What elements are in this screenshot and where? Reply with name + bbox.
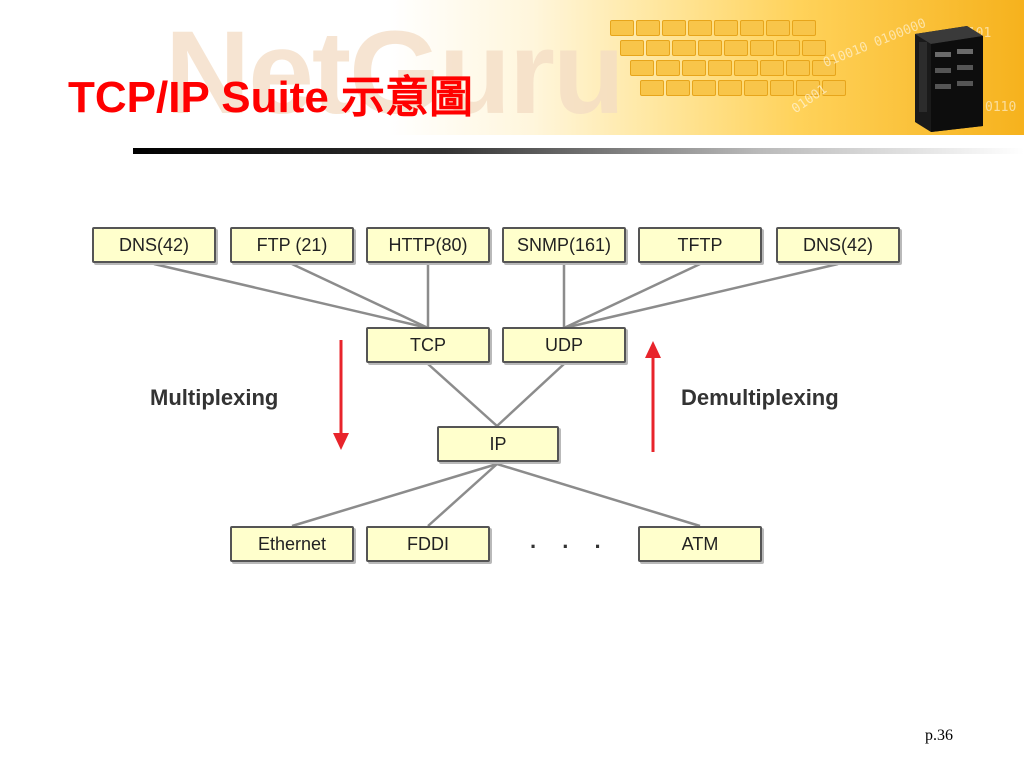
app-box-tftp: TFTP <box>638 227 762 263</box>
line-dns-tcp <box>153 262 429 330</box>
multiplexing-arrow-icon <box>333 340 349 450</box>
link-box-ethernet: Ethernet <box>230 526 354 562</box>
keyboard-illustration <box>600 10 860 120</box>
banner-gradient <box>0 0 1024 135</box>
link-box-atm: ATM <box>638 526 762 562</box>
netguru-watermark: NetGuru <box>165 7 625 135</box>
line-dns2-udp <box>563 262 839 330</box>
line-ip-fddi <box>427 463 498 527</box>
demultiplexing-arrow-icon <box>645 341 661 452</box>
line-ip-ethernet <box>291 462 498 528</box>
slide-title: TCP/IP Suite 示意圖 <box>68 73 474 122</box>
transport-box-tcp: TCP <box>366 327 490 363</box>
server-tower-icon <box>915 26 983 132</box>
multiplexing-label: Multiplexing <box>150 385 279 410</box>
line-ftp-tcp <box>291 262 429 330</box>
app-box-dns-2: DNS(42) <box>776 227 900 263</box>
app-box-http: HTTP(80) <box>366 227 490 263</box>
app-box-dns: DNS(42) <box>92 227 216 263</box>
line-udp-ip <box>496 363 565 427</box>
demultiplexing-label: Demultiplexing <box>681 385 839 410</box>
app-box-ftp: FTP (21) <box>230 227 354 263</box>
line-tftp-udp <box>563 262 701 330</box>
network-box-ip: IP <box>437 426 559 462</box>
link-box-fddi: FDDI <box>366 526 490 562</box>
title-underline <box>133 148 1024 154</box>
app-box-snmp: SNMP(161) <box>502 227 626 263</box>
binary-text-4: 0110 <box>985 100 1017 115</box>
line-ip-atm <box>496 462 701 528</box>
link-ellipsis: . . . <box>530 528 611 553</box>
transport-box-udp: UDP <box>502 327 626 363</box>
page-number: p.36 <box>925 727 953 744</box>
line-tcp-ip <box>427 363 498 427</box>
